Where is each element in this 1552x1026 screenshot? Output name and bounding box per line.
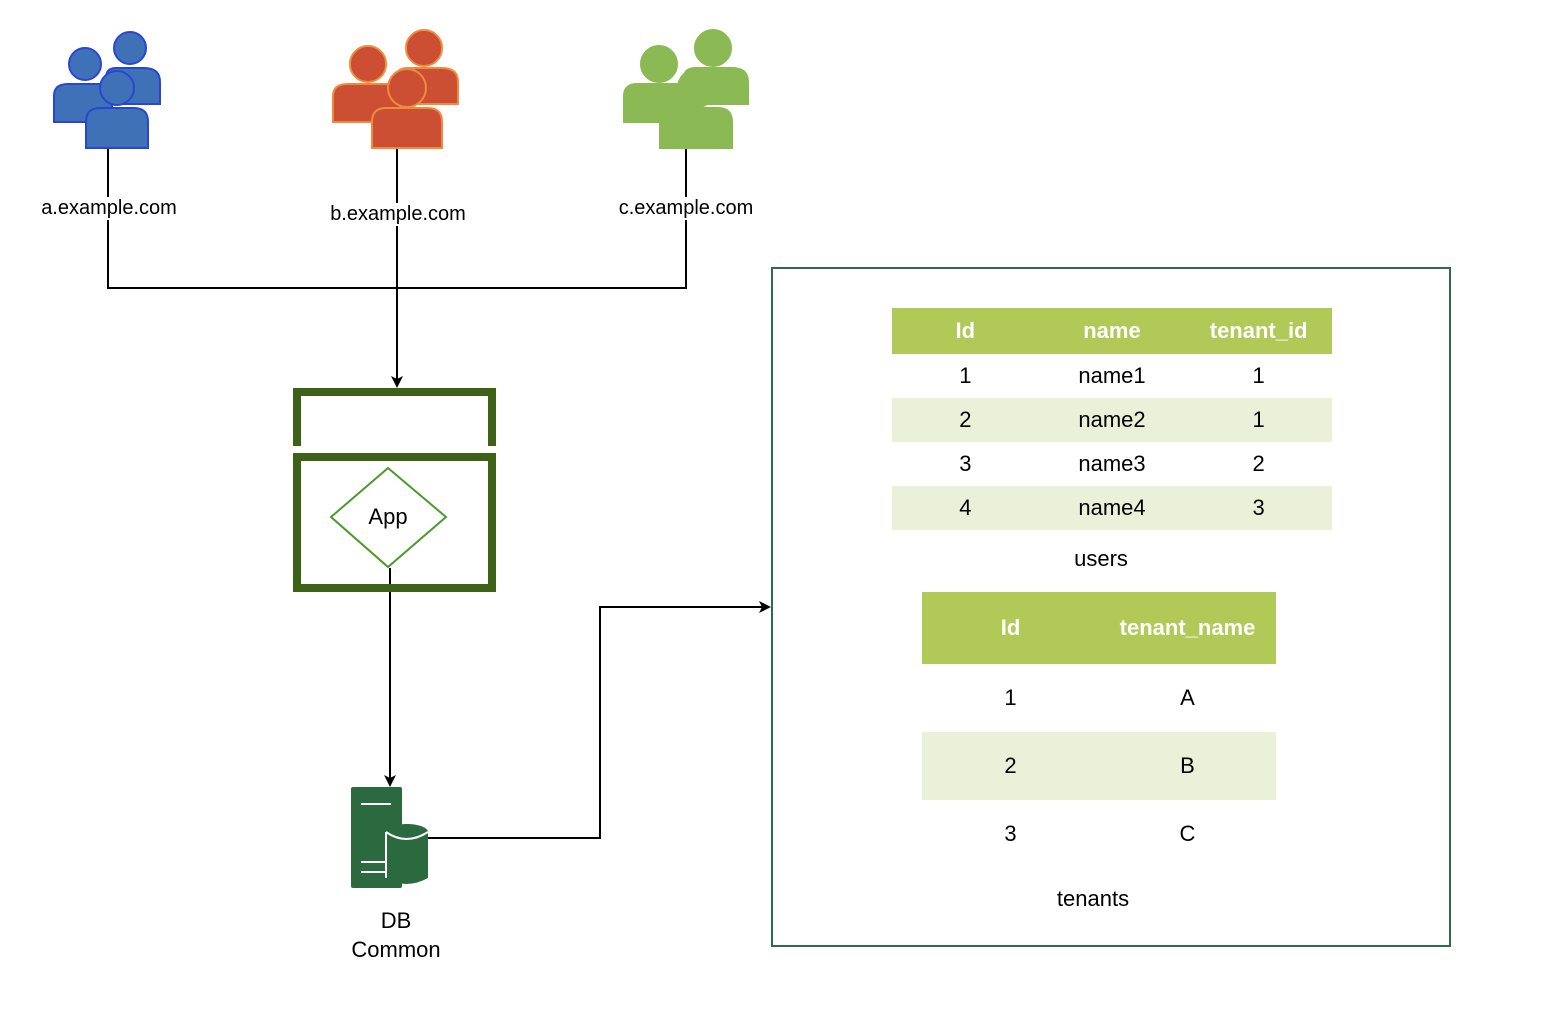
table-cell: name3 [1078, 451, 1146, 476]
table-cell: C [1179, 821, 1196, 846]
users-table-header-row: Id name tenant_id [892, 308, 1332, 354]
users-group-icon-b [332, 29, 459, 149]
table-cell: B [1099, 732, 1276, 800]
connector-c [397, 148, 687, 289]
table-cell: 1 [959, 363, 972, 388]
table-cell: name1 [1078, 363, 1146, 388]
tenants-header-id: Id [922, 592, 1099, 664]
table-cell: 3 [959, 451, 972, 476]
table-cell: 2 [1252, 451, 1265, 476]
users-group-icon-a [53, 31, 161, 149]
table-cell: 1 [1185, 398, 1332, 442]
users-header-name: name [1038, 308, 1186, 354]
table-cell: 1 [1004, 685, 1017, 710]
table-cell: 2 [922, 732, 1099, 800]
table-cell: A [1180, 685, 1195, 710]
domain-label-c: c.example.com [616, 197, 756, 220]
table-row: 2 name2 1 [892, 398, 1332, 442]
database-label-line2: Common [351, 937, 441, 962]
table-cell: 4 [892, 486, 1039, 530]
app-label: App [368, 504, 408, 529]
tenants-table-header-row: Id tenant_name [922, 592, 1276, 664]
table-cell: name2 [1038, 398, 1186, 442]
table-cell: 1 [1252, 363, 1265, 388]
table-row: 4 name4 3 [892, 486, 1332, 530]
connector-db-to-panel [428, 601, 771, 839]
table-row: 1 name1 1 [892, 354, 1332, 398]
database-label-line1: DB [380, 908, 412, 933]
table-cell: 3 [1004, 821, 1017, 846]
table-row: 3 C [922, 800, 1276, 868]
tenants-table-caption: tenants [1056, 886, 1130, 911]
tenants-table: Id tenant_name 1 A 2 B 3 C [922, 592, 1276, 868]
tenants-header-tenant-name: tenant_name [1099, 592, 1276, 664]
users-header-tenant-id: tenant_id [1185, 308, 1332, 354]
users-table: Id name tenant_id 1 name1 1 2 name2 1 3 … [892, 308, 1332, 530]
table-cell: 2 [892, 398, 1039, 442]
table-cell: 3 [1185, 486, 1332, 530]
connector-a [107, 148, 397, 289]
database-server-icon [351, 787, 429, 888]
table-row: 2 B [922, 732, 1276, 800]
domain-label-b: b.example.com [328, 203, 468, 226]
users-table-caption: users [1074, 546, 1128, 571]
table-row: 3 name3 2 [892, 442, 1332, 486]
users-header-id: Id [892, 308, 1039, 354]
database-label: DB Common [351, 906, 440, 964]
table-cell: name4 [1038, 486, 1186, 530]
database-schema-panel: Id name tenant_id 1 name1 1 2 name2 1 3 … [771, 267, 1451, 947]
users-group-icon-c [623, 29, 749, 149]
app-container-icon [293, 388, 496, 592]
table-row: 1 A [922, 664, 1276, 732]
domain-label-a: a.example.com [39, 197, 179, 220]
